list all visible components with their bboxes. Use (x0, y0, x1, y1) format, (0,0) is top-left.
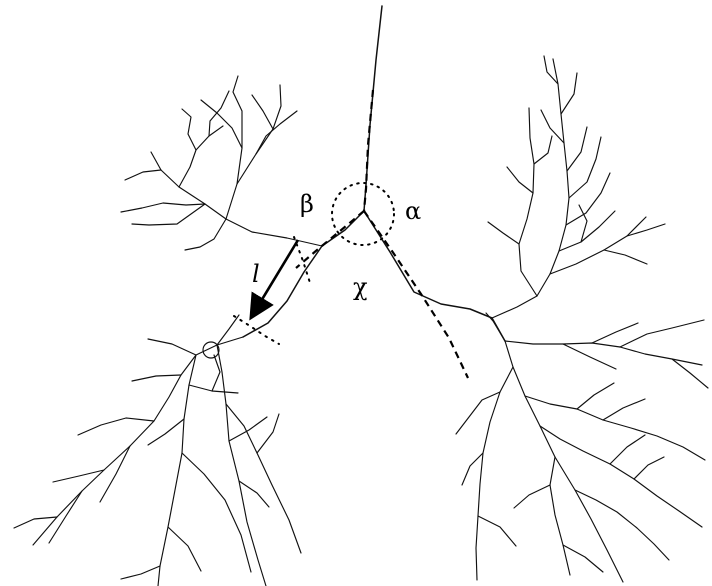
lower-left-sub-1 (217, 345, 266, 586)
lower-right-sub-12 (563, 545, 603, 572)
lower-left-sub-11 (148, 339, 196, 355)
beta-label: β (300, 190, 314, 218)
lower-left-sub-3 (226, 404, 301, 553)
lower-left-sub-10 (132, 375, 181, 381)
lower-left-main (33, 337, 243, 545)
upper-right-sub-15 (579, 205, 587, 242)
lower-left-sub-6 (100, 446, 130, 502)
lower-right-sub-8 (577, 383, 614, 409)
lower-left-sub-7 (53, 470, 104, 482)
upper-right-sub-7 (561, 73, 577, 114)
upper-left-bronchus (121, 76, 322, 250)
lower-right-sub-13 (478, 516, 516, 546)
left-axis-dashed (296, 211, 364, 268)
lower-left-sub-9 (14, 517, 57, 528)
lower-right-sub-18 (620, 347, 702, 365)
lower-left-sub-14 (229, 417, 267, 441)
carina-left-branch (243, 211, 364, 337)
upper-left-sub-2 (237, 85, 281, 184)
upper-left-sub-5 (179, 126, 223, 187)
lower-right-bronchus (456, 313, 708, 582)
lower-left-sub-18 (257, 414, 279, 453)
upper-right-sub-5 (567, 127, 587, 171)
upper-right-sub-4 (569, 137, 601, 198)
lower-right-sub-9 (603, 399, 645, 420)
upper-left-sub-8 (125, 170, 161, 180)
lower-left-sub-12 (217, 315, 239, 345)
lower-right-sub-17 (592, 323, 638, 343)
lower-right-sub-20 (672, 359, 708, 388)
upper-left-sub-4 (132, 204, 205, 225)
upper-left-sub-1 (226, 76, 242, 219)
upper-left-main (151, 152, 322, 246)
lower-left-sub-20 (212, 355, 220, 391)
upper-left-sub-11 (185, 219, 226, 250)
lower-right-sub-4 (550, 457, 570, 575)
alpha-label: α (405, 197, 421, 225)
upper-left-sub-3 (121, 203, 205, 212)
upper-left-sub-12 (252, 95, 273, 129)
lower-right-sub-19 (620, 320, 704, 347)
lower-right-sub-3 (540, 426, 702, 527)
lower-right-sub-10 (610, 435, 645, 464)
upper-right-sub-12 (534, 136, 552, 164)
upper-right-sub-10 (488, 222, 519, 244)
lower-right-sub-1 (476, 367, 513, 580)
upper-left-sub-9 (182, 109, 196, 150)
lower-right-sub-11 (634, 457, 664, 479)
lower-left-sub-19 (148, 419, 184, 445)
lower-right-sub-14 (514, 485, 550, 508)
lower-right-sub-16 (563, 344, 616, 369)
lower-left-bronchus (14, 315, 301, 586)
upper-right-sub-13 (604, 250, 647, 264)
lower-left-sub-17 (121, 566, 160, 579)
upper-right-sub-1 (550, 217, 646, 274)
trachea-branches (243, 6, 505, 341)
upper-right-sub-11 (507, 167, 533, 193)
lower-left-sub-16 (168, 527, 201, 571)
upper-right-main (492, 59, 569, 318)
upper-right-sub-8 (544, 56, 558, 84)
lower-right-sub-5 (575, 490, 669, 560)
chi-label: χ (353, 273, 368, 301)
length-label: l (252, 260, 260, 288)
branch-point-dotted-circle (332, 183, 394, 245)
carina-right-branch (364, 211, 505, 341)
upper-right-bronchus (488, 56, 665, 318)
upper-right-sub-9 (519, 108, 537, 296)
